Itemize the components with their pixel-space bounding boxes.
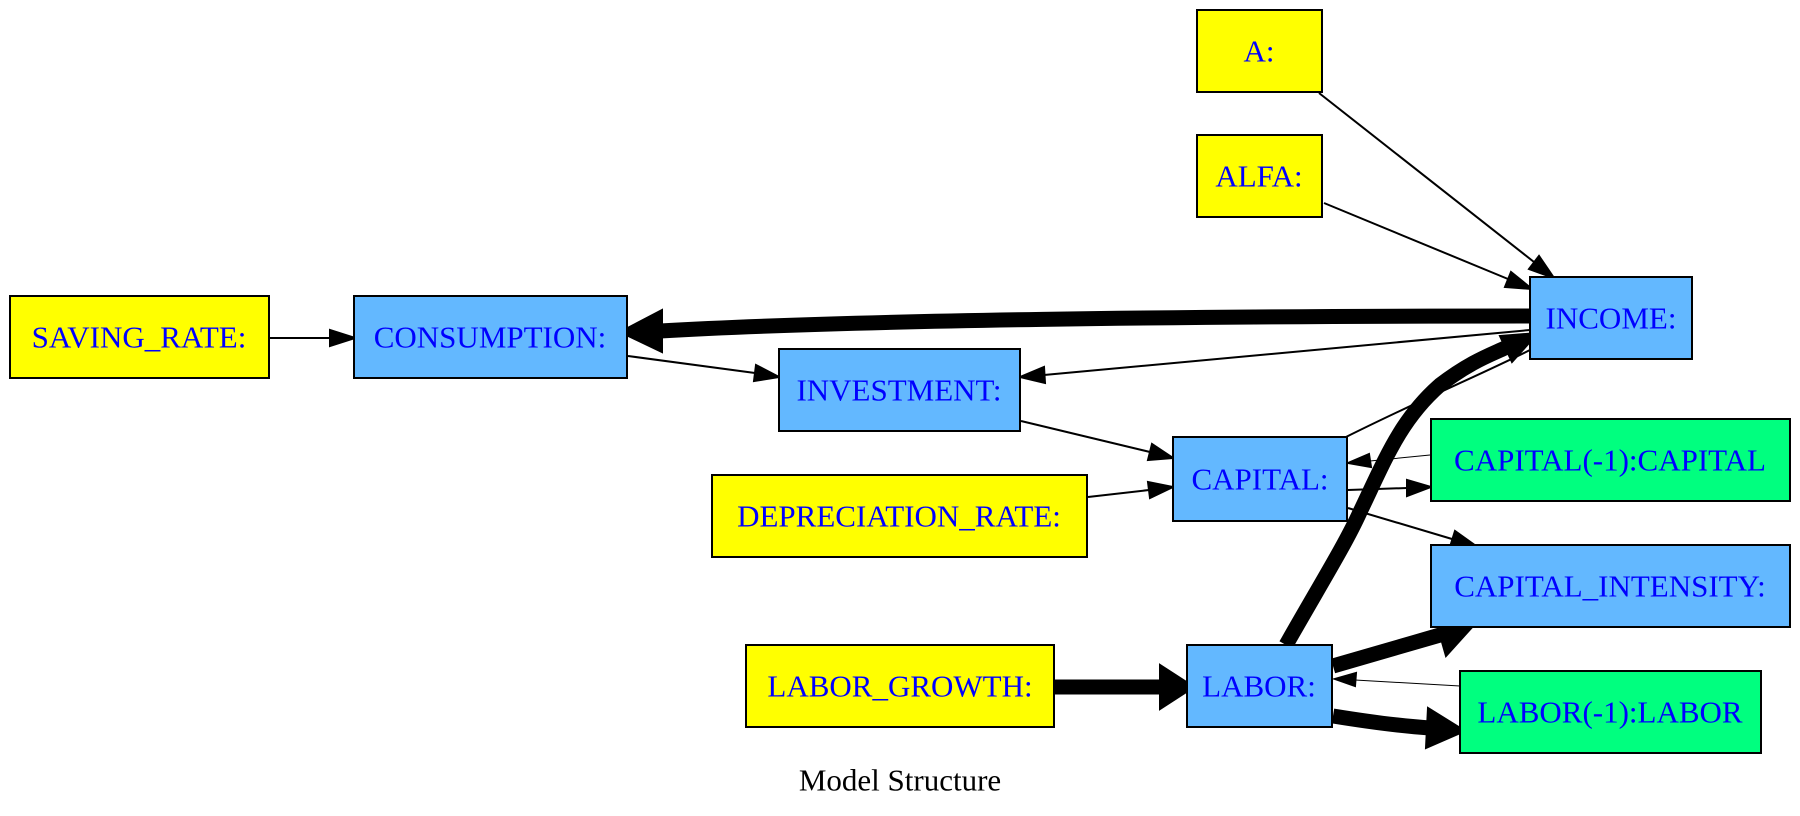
node-capital-intensity[interactable]: CAPITAL_INTENSITY:: [1430, 544, 1791, 628]
edge-labor-to-labor-lag: [1331, 706, 1468, 750]
node-alfa[interactable]: ALFA:: [1196, 134, 1323, 218]
edge-labor-to-income: [1279, 331, 1541, 649]
node-labor[interactable]: LABOR:: [1186, 644, 1333, 728]
node-a[interactable]: A:: [1196, 9, 1323, 93]
node-consumption[interactable]: CONSUMPTION:: [353, 295, 628, 379]
edge-investment-to-capital: [1020, 420, 1176, 462]
node-labor-lag[interactable]: LABOR(-1):LABOR: [1459, 670, 1762, 754]
node-label: CONSUMPTION:: [374, 320, 607, 355]
edge-saving-rate-to-consumption: [270, 328, 359, 348]
node-capital[interactable]: CAPITAL:: [1172, 436, 1348, 522]
edge-labor-growth-to-labor: [1055, 663, 1196, 711]
node-label: A:: [1244, 34, 1275, 69]
edge-income-to-consumption: [617, 308, 1531, 354]
edge-labor-lag-to-labor: [1331, 671, 1461, 688]
node-label: CAPITAL(-1):CAPITAL: [1454, 443, 1766, 478]
node-capital-lag[interactable]: CAPITAL(-1):CAPITAL: [1430, 418, 1791, 502]
edge-income-to-investment: [1016, 329, 1531, 385]
node-label: CAPITAL:: [1191, 462, 1328, 497]
node-label: SAVING_RATE:: [32, 320, 247, 355]
edge-alfa-to-income: [1323, 202, 1536, 291]
node-label: INCOME:: [1546, 301, 1677, 336]
node-labor-growth[interactable]: LABOR_GROWTH:: [745, 644, 1055, 728]
node-depreciation-rate[interactable]: DEPRECIATION_RATE:: [711, 474, 1088, 558]
node-label: LABOR(-1):LABOR: [1477, 695, 1743, 730]
edge-consumption-to-investment: [627, 355, 783, 383]
node-label: ALFA:: [1215, 159, 1302, 194]
edges: [270, 92, 1557, 750]
node-label: CAPITAL_INTENSITY:: [1454, 569, 1766, 604]
edge-depreciation-to-capital: [1087, 480, 1177, 500]
node-label: INVESTMENT:: [796, 373, 1001, 408]
diagram-caption: Model Structure: [799, 763, 1001, 798]
node-label: LABOR_GROWTH:: [767, 669, 1032, 704]
edge-a-to-income: [1318, 92, 1557, 280]
node-label: LABOR:: [1202, 669, 1316, 704]
node-saving-rate[interactable]: SAVING_RATE:: [9, 295, 270, 379]
node-investment[interactable]: INVESTMENT:: [778, 348, 1021, 432]
node-income[interactable]: INCOME:: [1529, 276, 1693, 360]
node-label: DEPRECIATION_RATE:: [737, 499, 1061, 534]
nodes: A: ALFA: SAVING_RATE: CONSUMPTION: INCOM…: [9, 9, 1791, 754]
